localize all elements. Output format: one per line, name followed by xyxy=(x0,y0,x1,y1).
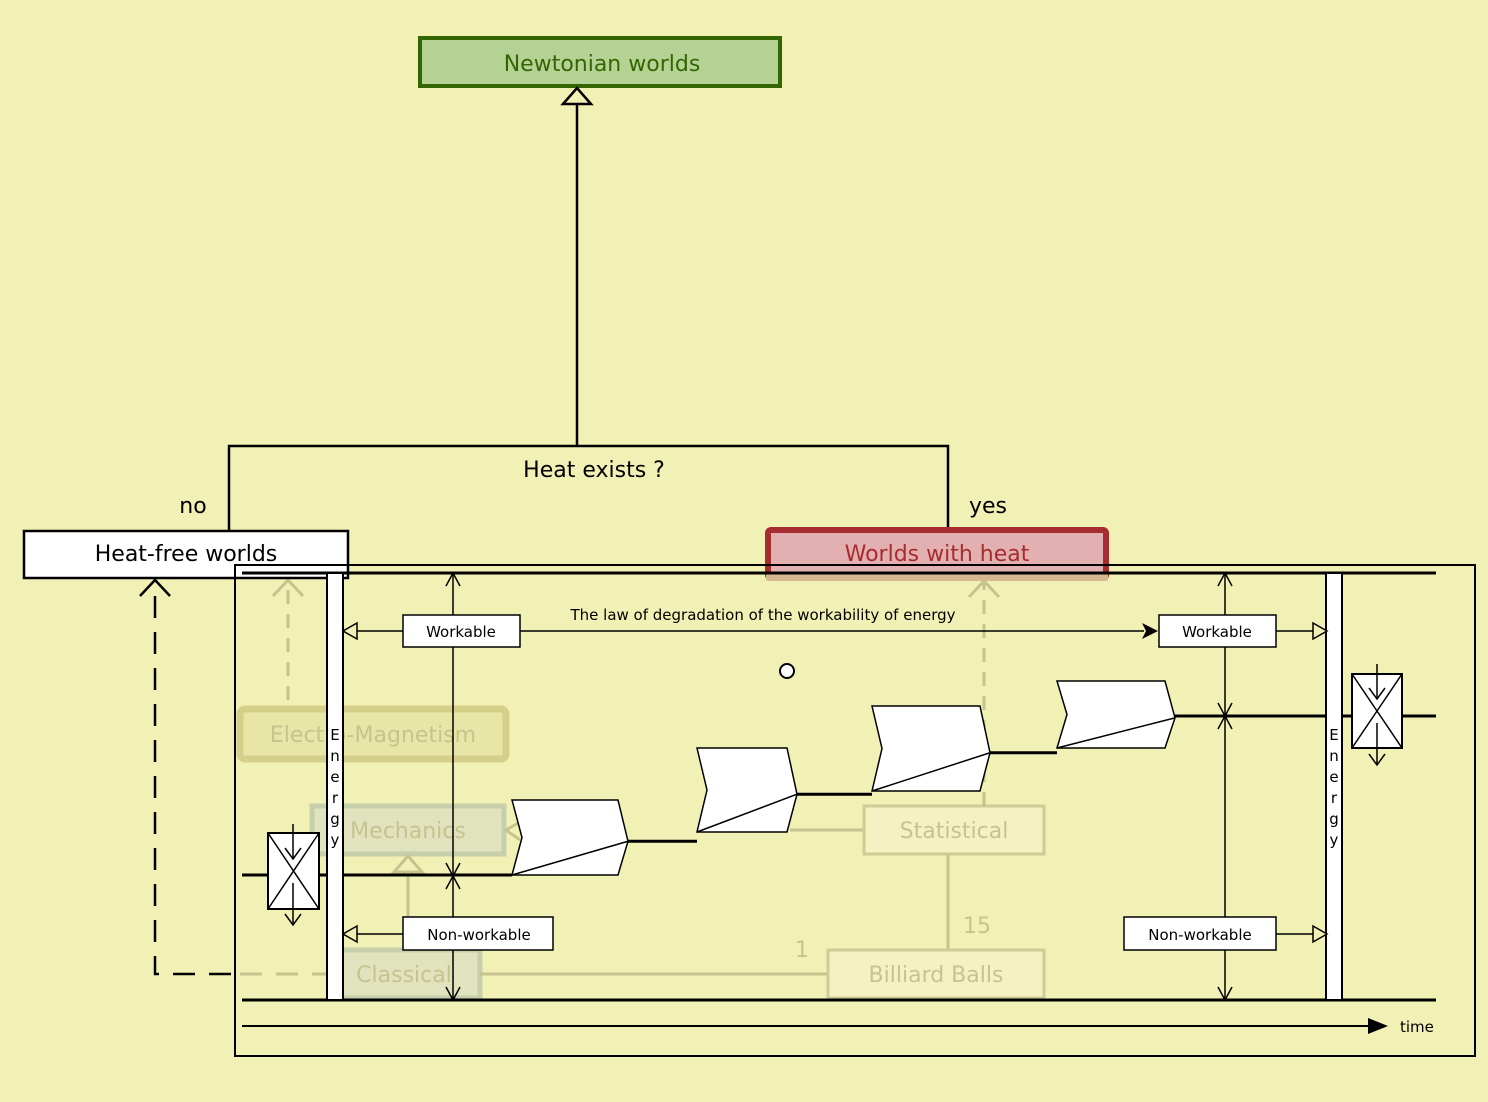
energy-panel-frame xyxy=(234,564,1476,1057)
energy-letter: y xyxy=(1330,831,1339,849)
energy-letter: r xyxy=(1331,789,1338,807)
ghost-electro-magnetism-label: Electro-Magnetism xyxy=(270,723,476,748)
ghost-mechanics-label: Mechanics xyxy=(350,819,466,844)
energy-letter: y xyxy=(331,831,340,849)
ghost-multiplicity-1: 1 xyxy=(795,938,809,963)
arrowhead-icon xyxy=(1217,571,1233,587)
initial-state-marker[interactable] xyxy=(779,663,795,679)
nonworkable-left-label: Non-workable xyxy=(427,926,530,944)
branch-label-no: no xyxy=(179,494,206,519)
ghost-billiard-balls-label: Billiard Balls xyxy=(869,963,1004,988)
law-arrowhead-icon xyxy=(1142,623,1158,639)
energy-letter: n xyxy=(330,747,340,765)
energy-letter: r xyxy=(332,789,339,807)
hollow-arrowhead-icon xyxy=(341,924,358,944)
ghost-classical-label: Classical xyxy=(356,963,452,988)
process-step-divider xyxy=(511,840,629,876)
arrowhead-icon xyxy=(1217,986,1233,1002)
process-step-divider xyxy=(696,793,798,833)
node-newtonian-worlds-label: Newtonian worlds xyxy=(504,52,701,77)
workable-left-label: Workable xyxy=(426,623,496,641)
process-step-divider xyxy=(871,752,991,792)
ghost-arrowhead-icon xyxy=(503,820,521,842)
time-label: time xyxy=(1400,1018,1434,1036)
valve-left-icon[interactable] xyxy=(267,824,320,927)
process-step[interactable] xyxy=(1055,680,1176,749)
process-step[interactable] xyxy=(871,705,991,792)
tree-branch xyxy=(227,444,950,530)
workable-right-label: Workable xyxy=(1182,623,1252,641)
arrowhead-icon xyxy=(445,986,461,1002)
law-title: The law of degradation of the workabilit… xyxy=(569,606,955,624)
branch-label-yes: yes xyxy=(969,494,1007,519)
hollow-arrowhead-icon xyxy=(341,621,358,641)
process-step-divider xyxy=(1056,717,1176,749)
workable-left-box[interactable] xyxy=(402,614,521,648)
question-heat-exists: Heat exists ? xyxy=(523,458,665,483)
node-heat-free-worlds-label: Heat-free worlds xyxy=(95,542,278,567)
ghost-billiard-balls-box xyxy=(826,948,1046,1000)
ghost-statistical-label: Statistical xyxy=(900,819,1009,844)
valve-right-icon[interactable] xyxy=(1351,664,1403,767)
nonworkable-right-label: Non-workable xyxy=(1148,926,1251,944)
nonworkable-left-box[interactable] xyxy=(402,916,554,951)
time-arrow-icon xyxy=(1368,1018,1388,1034)
ghost-electro-magnetism-box xyxy=(236,705,510,763)
node-newtonian-worlds[interactable] xyxy=(418,36,782,88)
energy-letter: E xyxy=(330,726,339,744)
ghost-arrowhead-icon xyxy=(271,577,305,598)
energy-letter: g xyxy=(330,810,340,828)
ghost-statistical-box xyxy=(862,804,1046,856)
energy-bar-right xyxy=(1325,572,1343,1001)
energy-letter: e xyxy=(1329,768,1338,786)
hollow-arrowhead-icon xyxy=(1312,621,1329,641)
process-step[interactable] xyxy=(511,799,629,876)
energy-letter: g xyxy=(1329,810,1339,828)
dashed-arrow-heat-free xyxy=(153,596,240,976)
arrowhead-icon xyxy=(445,571,461,587)
hollow-arrowhead-icon xyxy=(1312,924,1329,944)
energy-bar-left xyxy=(326,572,344,1001)
ghost-generalization-icon xyxy=(390,853,426,874)
process-steps xyxy=(511,680,1176,876)
workable-right-box[interactable] xyxy=(1158,614,1277,648)
node-heat-free-worlds[interactable] xyxy=(22,529,350,580)
process-step[interactable] xyxy=(696,747,798,833)
overlap-band xyxy=(766,572,1108,581)
energy-letter: n xyxy=(1329,747,1339,765)
generalization-arrow-icon xyxy=(560,86,594,106)
energy-letter: E xyxy=(1329,726,1338,744)
energy-letter: e xyxy=(330,768,339,786)
arrowhead-icon xyxy=(139,578,171,597)
ghost-multiplicity-15: 15 xyxy=(963,914,991,939)
node-worlds-with-heat-label: Worlds with heat xyxy=(845,542,1030,567)
